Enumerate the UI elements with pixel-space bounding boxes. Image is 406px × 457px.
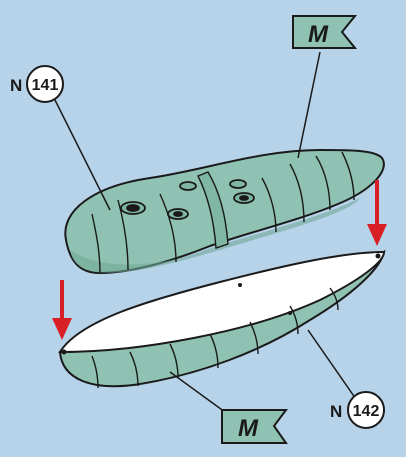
down-arrow-left [52,280,72,340]
callout-n142: N 142 [330,392,384,428]
callout-n142-number: 142 [353,403,380,420]
down-arrow-right [367,180,387,246]
flag-bottom-letter: M [238,415,259,442]
callout-n141: N 141 [10,66,63,102]
callout-n141-prefix: N [10,76,22,95]
flag-bottom: M [222,410,286,443]
top-fuselage-half [65,150,384,273]
callout-n142-prefix: N [330,402,342,421]
flag-top-letter: M [308,21,329,48]
callout-n141-number: 141 [32,77,59,94]
flag-top: M [293,16,355,48]
